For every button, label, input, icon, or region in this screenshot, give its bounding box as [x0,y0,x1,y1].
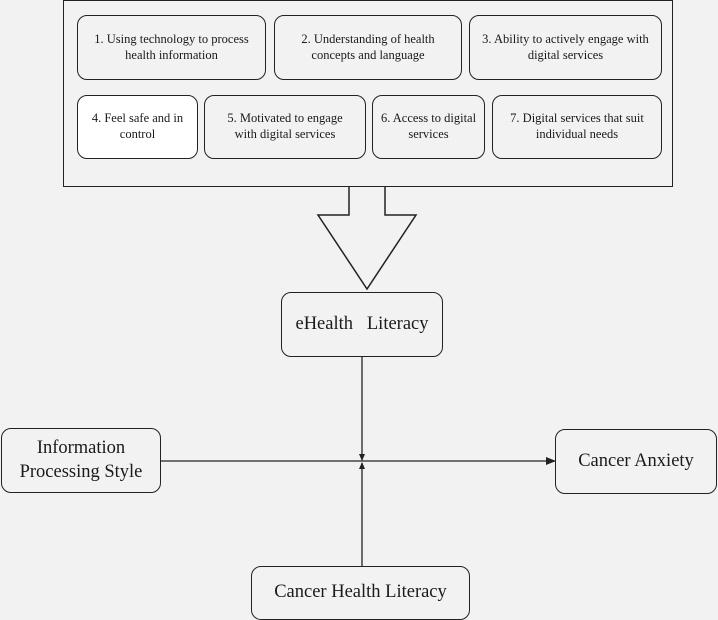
dimension-label-2: 2. Understanding of health concepts and … [301,31,435,62]
dimension-label-5: 5. Motivated to engage with digital serv… [227,111,343,141]
information-processing-style-label: Information Processing Style [19,438,143,482]
block-arrow [316,187,418,291]
dimension-label-6: 6. Access to digital services [380,111,477,141]
cancer-health-literacy-node: Cancer Health Literacy [251,566,470,620]
ehealth-literacy-node: eHealth Literacy [281,292,443,357]
dimension-label-3: 3. Ability to actively engage with digit… [482,31,649,62]
dimension-label-4: 4. Feel safe and in control [91,111,184,141]
dimension-box-4: 4. Feel safe and in control [77,95,198,159]
dimension-box-2: 2. Understanding of health concepts and … [274,15,462,80]
dimension-label-7: 7. Digital services that suit individual… [510,111,644,141]
information-processing-style-node: Information Processing Style [1,428,161,493]
dimension-box-5: 5. Motivated to engage with digital serv… [204,95,366,159]
cancer-health-literacy-label: Cancer Health Literacy [274,582,447,603]
dimension-box-6: 6. Access to digital services [372,95,485,159]
cancer-anxiety-node: Cancer Anxiety [555,429,717,494]
cancer-anxiety-label: Cancer Anxiety [578,450,694,471]
ehealth-literacy-label: eHealth Literacy [295,313,429,334]
dimension-label-1: 1. Using technology to process health in… [94,31,249,62]
dimension-box-3: 3. Ability to actively engage with digit… [469,15,662,80]
dimension-box-7: 7. Digital services that suit individual… [492,95,662,159]
dimension-box-1: 1. Using technology to process health in… [77,15,266,80]
